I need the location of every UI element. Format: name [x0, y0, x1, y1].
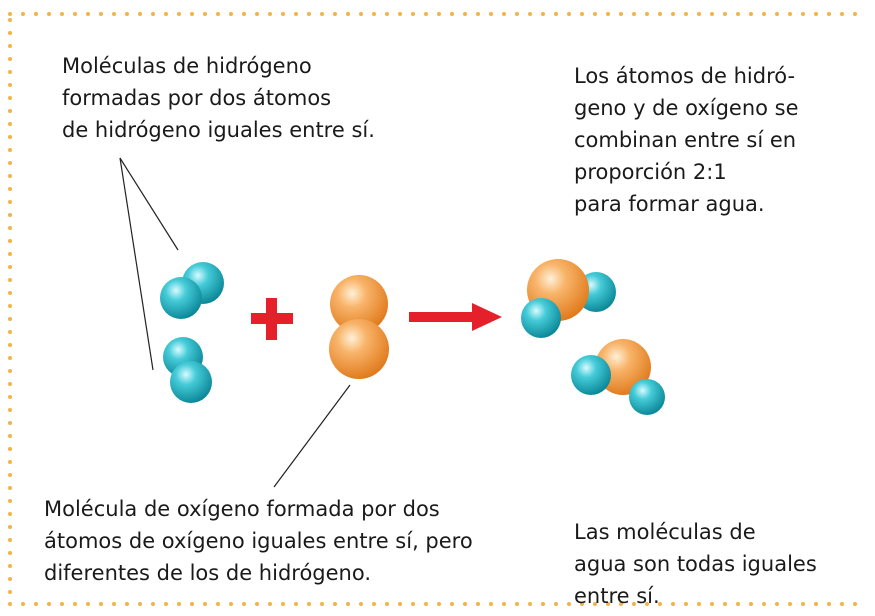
hydrogen-molecules-label: Moléculas de hidrógeno formadas por dos … — [62, 54, 375, 142]
right-arrow — [409, 303, 502, 331]
combination-ratio-label: Los átomos de hidró- geno y de oxígeno s… — [574, 64, 799, 216]
oxygen-atom — [330, 275, 388, 333]
water-molecule-lower — [571, 339, 665, 415]
hydrogen-atom — [160, 277, 202, 319]
hydrogen-atom — [629, 379, 665, 415]
oxygen-atom — [329, 319, 389, 379]
hydrogen-atom — [521, 298, 561, 338]
water-molecules-label: Las moléculas de agua son todas iguales … — [574, 520, 817, 608]
hydrogen-molecule-upper — [160, 262, 224, 319]
hydrogen-molecule-lower — [163, 337, 212, 403]
plus-sign — [251, 298, 293, 340]
leader-line-hydrogen-upper — [119, 157, 179, 251]
oxygen-molecule-label: Molécula de oxígeno formada por dos átom… — [44, 497, 473, 585]
hydrogen-atom — [170, 361, 212, 403]
dotted-border — [8, 12, 864, 606]
leader-line-oxygen — [273, 384, 351, 488]
leader-lines — [119, 157, 351, 488]
water-molecule-upper — [521, 259, 616, 338]
oxygen-molecule — [329, 275, 389, 379]
leader-line-hydrogen-lower — [119, 157, 154, 371]
hydrogen-atom — [571, 355, 611, 395]
